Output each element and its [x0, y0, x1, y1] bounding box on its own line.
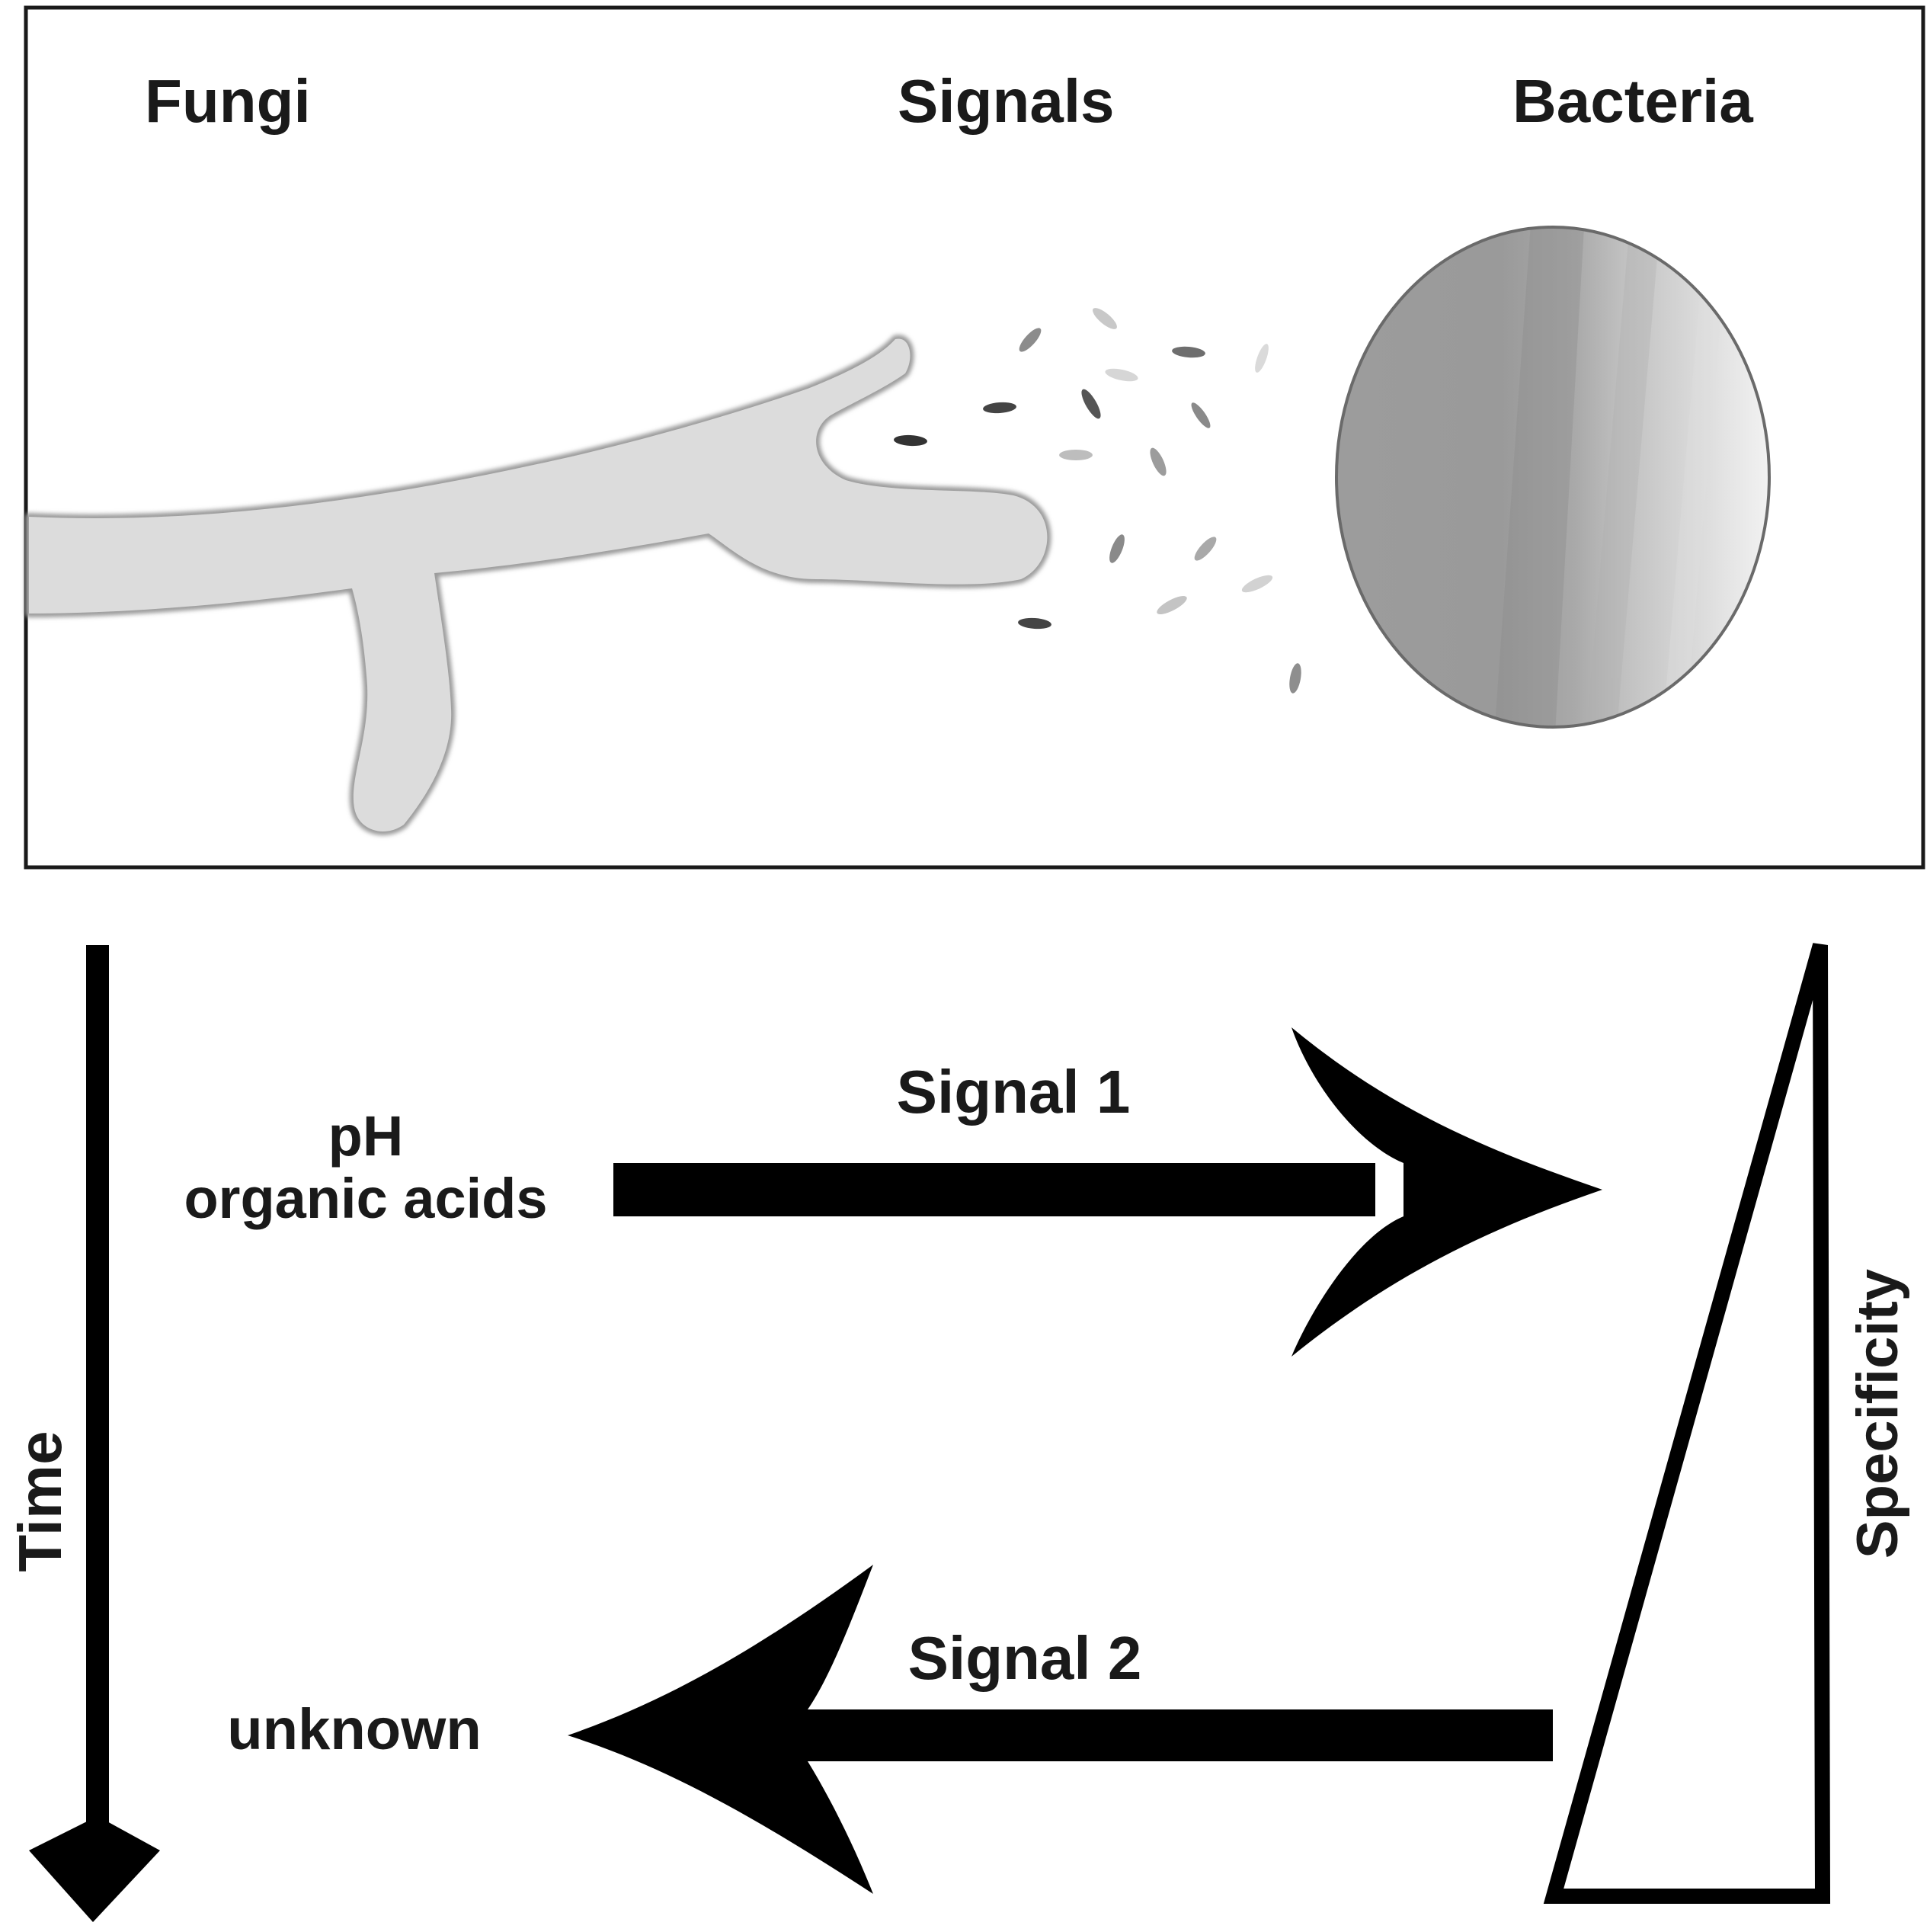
signal-1-arrow [613, 1027, 1602, 1357]
signal-molecule [1150, 447, 1167, 476]
time-arrowhead-icon [29, 1816, 160, 1922]
signal-molecule [1093, 308, 1117, 329]
time-label: Time [6, 1431, 74, 1572]
signal-molecule [1109, 534, 1125, 563]
signal-1-label: Signal 1 [897, 1058, 1131, 1126]
signal-2-arrow [568, 1565, 1553, 1894]
ph-label: pH [328, 1104, 404, 1168]
signal-molecule [1018, 617, 1051, 630]
bacteria-label: Bacteria [1512, 67, 1753, 135]
organic-acids-label: organic acids [184, 1167, 547, 1230]
signal-molecule [1289, 663, 1301, 694]
specificity-wedge [1543, 943, 1831, 1904]
signals-label: Signals [898, 67, 1115, 135]
signal-molecule [983, 402, 1016, 414]
signal-molecule [1194, 537, 1217, 561]
signal-molecule [1019, 328, 1042, 352]
signal-molecule [1059, 450, 1093, 460]
signal-molecule [1157, 595, 1187, 615]
unknown-label: unknown [227, 1697, 482, 1762]
signal-molecule [1255, 344, 1269, 373]
time-axis [29, 945, 160, 1922]
signal-molecule [894, 434, 927, 447]
bacterium [1335, 226, 1771, 729]
signal-molecule [1081, 389, 1101, 419]
signal-2-label: Signal 2 [908, 1624, 1142, 1692]
signal-molecule [1241, 575, 1273, 593]
fungal-hypha [25, 335, 1051, 835]
fungi-label: Fungi [145, 67, 311, 135]
signal-molecule [1191, 402, 1211, 428]
signal-molecule [1105, 368, 1138, 382]
signal-molecule [1172, 346, 1205, 358]
signal-molecules [894, 308, 1301, 694]
specificity-label: Specificity [1845, 1269, 1910, 1559]
